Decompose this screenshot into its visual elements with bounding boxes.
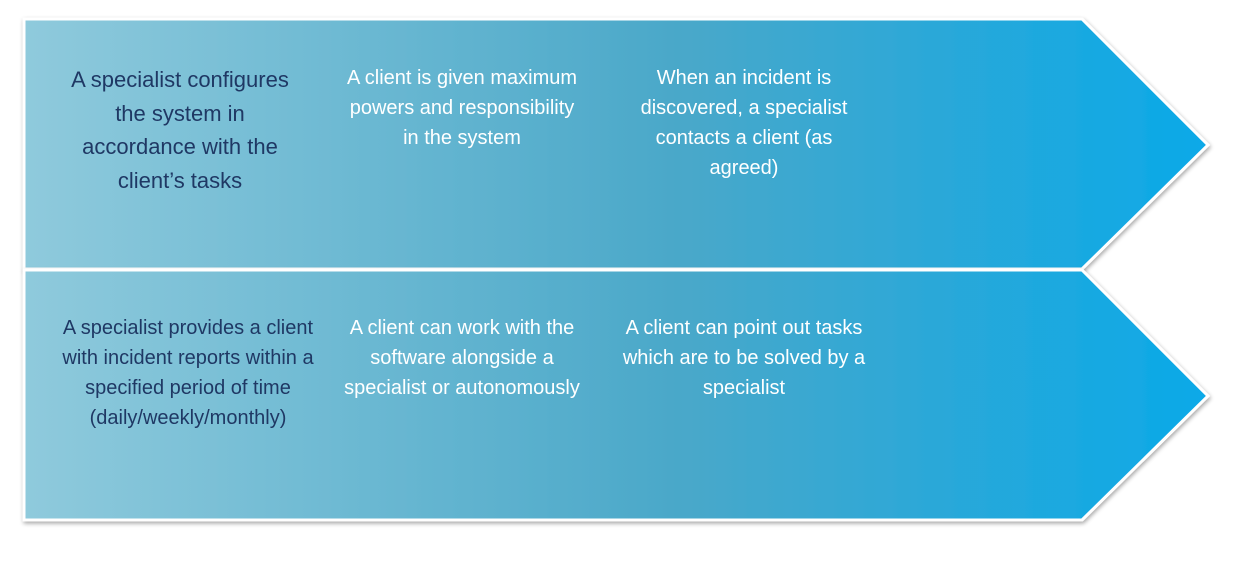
arrow-row-1 bbox=[22, 17, 1211, 271]
chevron-arrow-top bbox=[22, 17, 1211, 271]
row2-cell1-text: A specialist provides a client with inci… bbox=[62, 317, 314, 429]
row1-cell2-text: A client is given maximum powers and res… bbox=[346, 67, 578, 149]
row2-cell3-text: A client can point out tasks which are t… bbox=[622, 317, 866, 399]
chevron-arrow-bottom bbox=[22, 268, 1211, 522]
row1-cell3-text: When an incident is discovered, a specia… bbox=[640, 67, 848, 179]
arrow-row-2 bbox=[22, 268, 1211, 522]
row2-cell2-text: A client can work with the software alon… bbox=[344, 317, 580, 399]
row1-cell1-text: A specialist configures the system in ac… bbox=[71, 67, 289, 193]
